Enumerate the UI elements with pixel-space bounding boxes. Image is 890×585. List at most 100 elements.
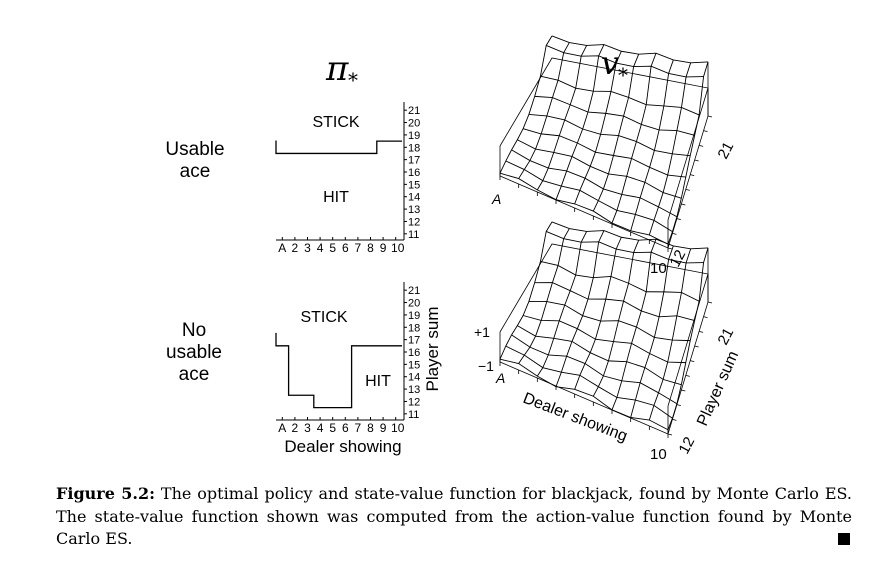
policy-y-tick-label: 15	[408, 359, 420, 371]
surface-mesh-line	[574, 237, 622, 390]
policy-boundary-usable-ace	[275, 140, 402, 155]
surface-mesh-line	[648, 62, 692, 236]
policy-boundary-no-usable-ace	[275, 332, 402, 409]
surface-tick	[681, 203, 686, 206]
policy-y-tick-label: 17	[408, 335, 420, 347]
surface-mesh-line	[546, 45, 704, 78]
policy-y-tick-label: 16	[408, 167, 420, 179]
policy-x-tick-label: 3	[304, 241, 311, 255]
surface-mesh-line	[528, 300, 691, 342]
surface-mesh-line	[499, 221, 553, 360]
surface-mesh-line	[555, 230, 605, 387]
surface-mesh-line	[517, 325, 682, 386]
figure-caption: Figure 5.2: The optimal policy and state…	[56, 483, 852, 551]
value-surface-usable-ace	[499, 35, 713, 252]
surface-mesh-line	[540, 75, 700, 116]
y-axis-label: Player sum	[423, 306, 442, 391]
policy-x-tick-label: A	[278, 421, 286, 435]
policy-x-tick-label: 5	[329, 421, 336, 435]
surface-x-axis-label: Dealer showing	[521, 390, 630, 445]
usable-ace-label-line2: ace	[180, 161, 211, 182]
surface-mesh-line	[551, 221, 709, 250]
surface-tick	[690, 360, 695, 363]
surface-mesh-line	[611, 53, 657, 224]
stick-label-usable-ace: STICK	[312, 114, 359, 131]
policy-y-tick-label: 12	[408, 396, 420, 408]
no-usable-ace-label-line3: ace	[179, 364, 210, 385]
policy-y-tick-label: 18	[408, 142, 420, 154]
surface-corner-12-usable-ace: 12	[667, 247, 690, 270]
policy-y-tick-label: 14	[408, 192, 420, 204]
policy-x-tick-label: 8	[367, 241, 374, 255]
policy-x-tick-label: 2	[292, 241, 299, 255]
surface-mesh-line	[505, 160, 673, 233]
surface-tick	[694, 345, 699, 348]
surface-tick	[676, 404, 681, 407]
policy-x-tick-label: A	[278, 241, 286, 255]
surface-mesh-line	[528, 113, 691, 157]
surface-mesh-line	[518, 228, 570, 364]
hit-label-usable-ace: HIT	[323, 189, 349, 206]
surface-mesh-line	[540, 261, 700, 302]
surface-mesh-line	[505, 345, 673, 419]
surface-floor	[499, 301, 709, 435]
policy-y-tick-label: 11	[408, 229, 419, 241]
surface-mesh-line	[517, 139, 682, 199]
policy-x-tick-label: 6	[342, 421, 349, 435]
end-of-proof-square	[838, 533, 850, 545]
surface-mesh-line	[630, 59, 674, 231]
policy-x-tick-label: 9	[380, 241, 387, 255]
surface-z-minus-one: −1	[478, 358, 494, 374]
stick-label-no-usable-ace: STICK	[300, 309, 347, 326]
surface-tick	[685, 374, 690, 377]
surface-box	[499, 243, 709, 407]
surface-tick	[672, 418, 677, 421]
policy-y-tick-label: 21	[408, 285, 420, 297]
surface-corner-12-no-usable-ace: 12	[676, 434, 699, 457]
usable-ace-label-line1: Usable	[165, 139, 224, 160]
surface-mesh-line	[574, 51, 622, 205]
hit-label-no-usable-ace: HIT	[365, 373, 391, 390]
surface-tick	[672, 232, 677, 235]
surface-mesh-line	[534, 95, 695, 136]
policy-y-tick-label: 12	[408, 216, 420, 228]
surface-tick	[707, 301, 713, 304]
surface-mesh-line	[522, 128, 686, 178]
surface-mesh-line	[592, 239, 640, 397]
surface-tick	[703, 130, 708, 133]
no-usable-ace-label-line2: usable	[166, 342, 222, 363]
surface-box	[499, 57, 709, 221]
figure-caption-label: Figure 5.2:	[56, 484, 156, 503]
no-usable-ace-label-line1: No	[182, 320, 206, 341]
surface-z-plus-one: +1	[474, 324, 490, 340]
surface-tick	[694, 159, 699, 162]
policy-title: π	[325, 49, 349, 89]
surface-corner-10-usable-ace: 10	[650, 260, 667, 277]
surface-mesh-line	[555, 44, 605, 200]
policy-y-tick-label: 11	[408, 409, 419, 421]
policy-y-tick-label: 19	[408, 130, 420, 142]
surface-tick	[707, 115, 713, 118]
policy-y-tick-label: 19	[408, 310, 420, 322]
surface-corner-21-no-usable-ace: 21	[715, 325, 738, 348]
surface-corner-a-no-usable-ace: A	[495, 370, 505, 386]
surface-tick	[667, 433, 673, 436]
surface-tick	[699, 144, 704, 147]
surface-mesh-line	[518, 42, 570, 179]
surface-tick	[690, 174, 695, 177]
value-title-star: *	[618, 63, 628, 87]
surface-tick	[676, 218, 681, 221]
surface-mesh-line	[511, 149, 678, 218]
surface-tick	[681, 389, 686, 392]
surface-mesh-line	[522, 315, 686, 364]
surface-tick	[703, 316, 708, 319]
policy-y-tick-label: 20	[408, 298, 420, 310]
surface-mesh-line	[534, 282, 695, 322]
policy-x-tick-label: 9	[380, 421, 387, 435]
policy-x-tick-label: 3	[304, 421, 311, 435]
policy-x-tick-label: 8	[367, 421, 374, 435]
policy-y-tick-label: 13	[408, 384, 420, 396]
surface-mesh-line	[499, 35, 553, 174]
